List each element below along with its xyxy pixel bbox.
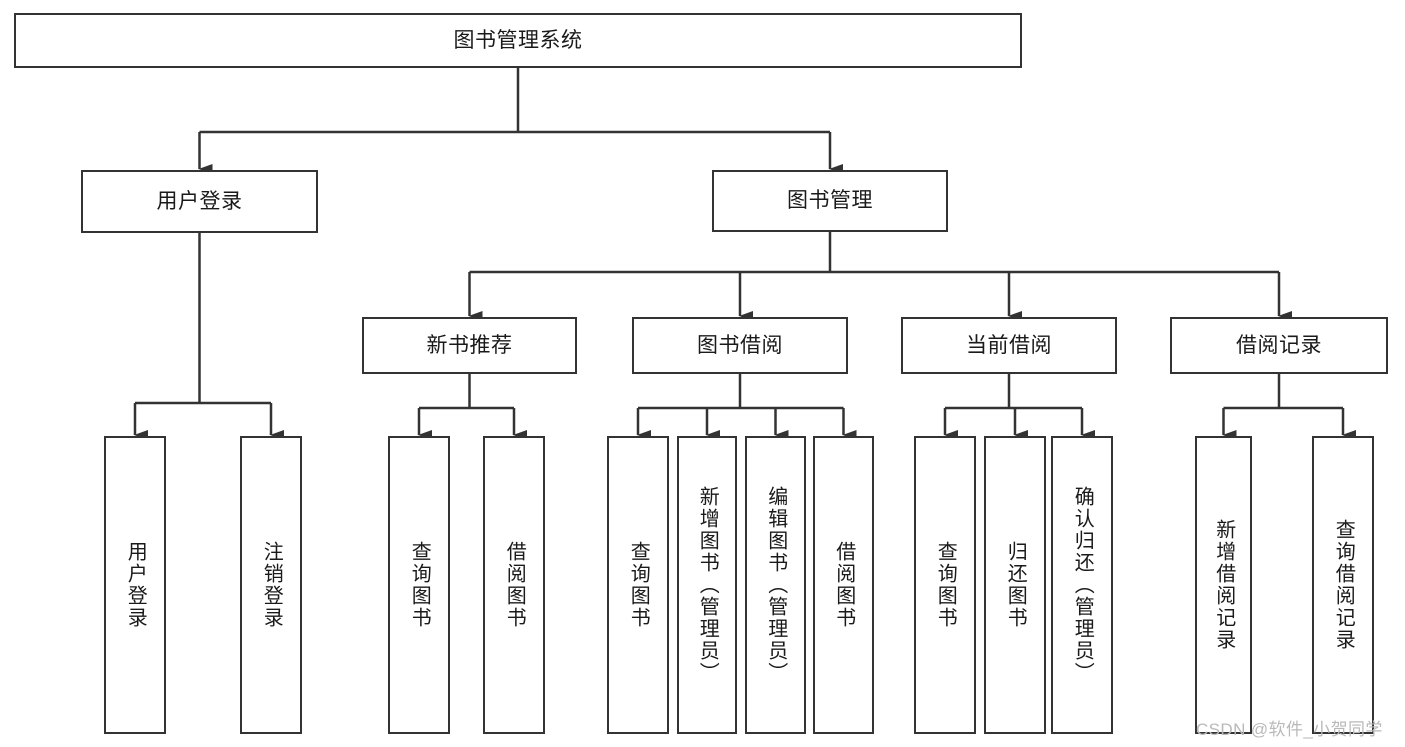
- connector-group: [133, 68, 1356, 440]
- leaf-node-label: 编辑图书（管理员）: [764, 486, 787, 684]
- leaf-node[interactable]: 新增借阅记录: [1195, 436, 1252, 734]
- node-borrow-record[interactable]: 借阅记录: [1170, 317, 1388, 374]
- leaf-node-label: 新增借阅记录: [1212, 519, 1235, 651]
- leaf-node-label: 确认归还（管理员）: [1071, 486, 1094, 684]
- leaf-node-label: 查询借阅记录: [1332, 519, 1355, 651]
- node-book-borrow[interactable]: 图书借阅: [632, 317, 848, 374]
- leaf-node-label: 查询图书: [627, 541, 650, 629]
- node-new-book-recommend[interactable]: 新书推荐: [362, 317, 577, 374]
- node-root-label: 图书管理系统: [453, 28, 583, 52]
- leaf-node-label: 归还图书: [1004, 541, 1027, 629]
- leaf-node[interactable]: 借阅图书: [483, 436, 545, 734]
- node-borrow-record-label: 借阅记录: [1236, 333, 1322, 357]
- leaf-node[interactable]: 新增图书（管理员）: [677, 436, 737, 734]
- leaf-node[interactable]: 注销登录: [240, 436, 302, 734]
- leaf-node-label: 借阅图书: [503, 541, 526, 629]
- leaf-node[interactable]: 借阅图书: [813, 436, 874, 734]
- leaf-node-label: 新增图书（管理员）: [696, 486, 719, 684]
- leaf-node-label: 用户登录: [124, 541, 147, 629]
- watermark-text: CSDN @软件_小贺同学: [1196, 720, 1383, 739]
- leaf-node[interactable]: 查询借阅记录: [1312, 436, 1374, 734]
- leaf-node[interactable]: 查询图书: [607, 436, 669, 734]
- node-book-management[interactable]: 图书管理: [712, 170, 948, 232]
- leaf-node[interactable]: 查询图书: [388, 436, 450, 734]
- leaf-node[interactable]: 查询图书: [914, 436, 976, 734]
- leaf-node[interactable]: 归还图书: [984, 436, 1046, 734]
- leaf-node-label: 借阅图书: [832, 541, 855, 629]
- node-current-borrow-label: 当前借阅: [966, 333, 1052, 357]
- leaf-node[interactable]: 用户登录: [104, 436, 166, 734]
- leaf-node[interactable]: 编辑图书（管理员）: [745, 436, 806, 734]
- node-root[interactable]: 图书管理系统: [14, 13, 1022, 68]
- leaf-node-label: 注销登录: [260, 541, 283, 629]
- node-book-management-label: 图书管理: [787, 189, 873, 213]
- node-user-login[interactable]: 用户登录: [81, 170, 318, 233]
- leaf-node[interactable]: 确认归还（管理员）: [1051, 436, 1113, 734]
- leaf-node-label: 查询图书: [934, 541, 957, 629]
- node-user-login-label: 用户登录: [156, 189, 243, 213]
- node-new-book-recommend-label: 新书推荐: [426, 333, 513, 357]
- leaf-node-label: 查询图书: [408, 541, 431, 629]
- node-current-borrow[interactable]: 当前借阅: [901, 317, 1117, 374]
- node-book-borrow-label: 图书借阅: [697, 333, 783, 357]
